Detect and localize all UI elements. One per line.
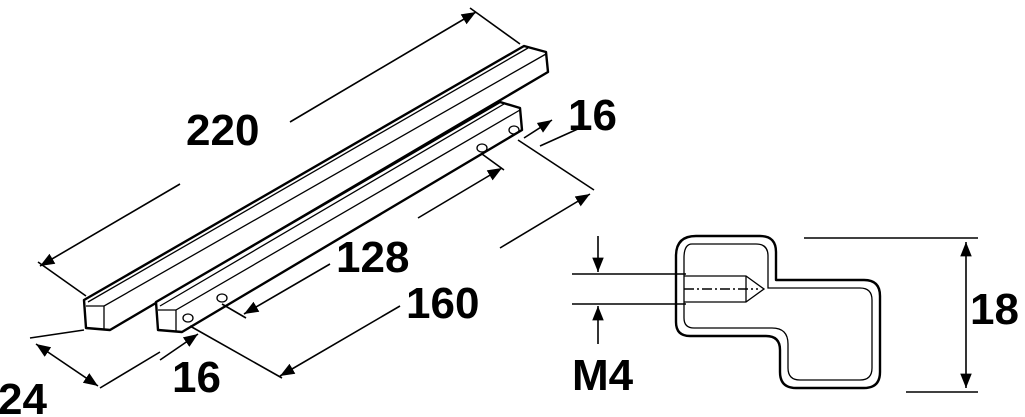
dimension-24: 24	[0, 329, 161, 417]
dimension-16-bottom: 16	[159, 333, 221, 402]
dimension-18-label: 18	[970, 285, 1019, 334]
dimension-128-label: 128	[336, 233, 409, 282]
hole-left-inner-icon	[216, 293, 228, 303]
dimension-16-top: 16	[523, 91, 617, 147]
dimension-m4-label: M4	[572, 351, 634, 400]
rear-bar	[82, 44, 550, 332]
dimension-16-bottom-label: 16	[172, 353, 221, 402]
dimension-220-label: 220	[186, 106, 259, 155]
dimension-24-label: 24	[0, 375, 47, 417]
hole-left-icon	[182, 313, 194, 323]
dimension-m4: M4	[572, 236, 686, 400]
front-bar	[154, 100, 524, 334]
dimension-18: 18	[804, 237, 1019, 393]
dimension-128: 128	[221, 153, 505, 319]
dimension-16-top-label: 16	[568, 91, 617, 140]
dimension-160: 160	[189, 139, 595, 379]
cross-section-profile	[674, 234, 882, 390]
hole-right-icon	[508, 125, 520, 135]
dimension-160-label: 160	[406, 279, 479, 328]
hole-right-inner-icon	[476, 143, 488, 153]
dimension-220: 220	[37, 7, 521, 297]
